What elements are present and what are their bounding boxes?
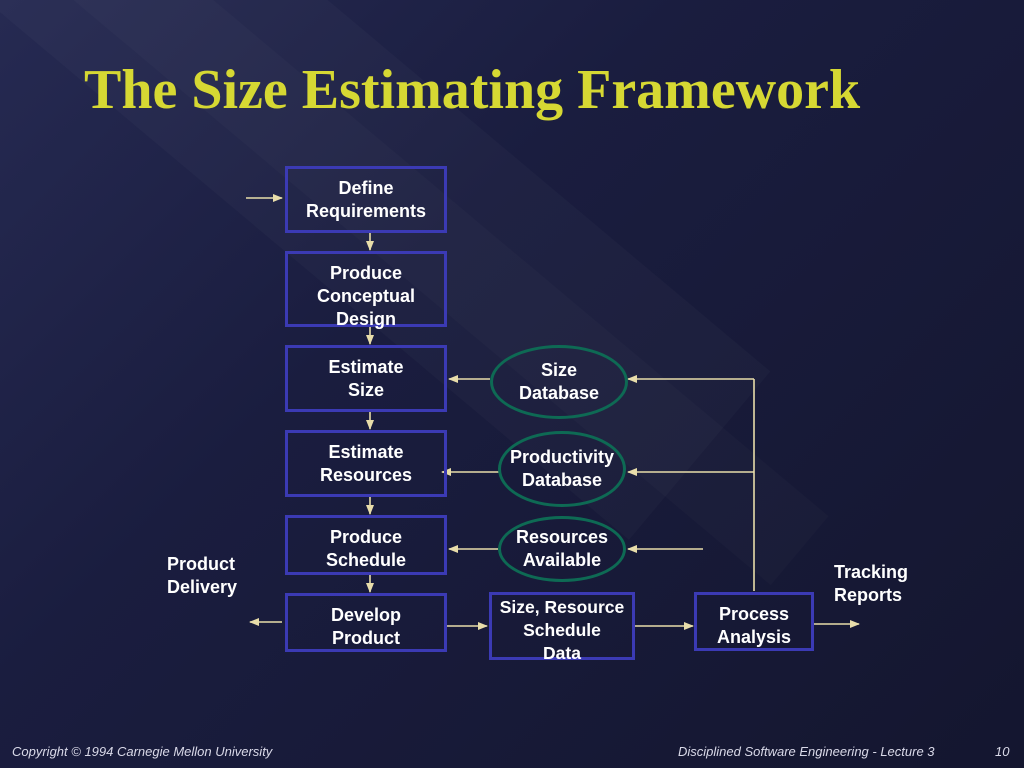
estimate-resources-box: Estimate Resources <box>285 430 447 497</box>
process-analysis-box: Process Analysis <box>694 592 814 651</box>
course-footer: Disciplined Software Engineering - Lectu… <box>678 744 935 759</box>
slide-title: The Size Estimating Framework <box>84 59 861 121</box>
resources-available-ellipse: Resources Available <box>498 516 626 582</box>
page-number: 10 <box>995 744 1010 759</box>
develop-product-box: Develop Product <box>285 593 447 652</box>
product-delivery-label: Product Delivery <box>167 554 238 597</box>
copyright-footer: Copyright © 1994 Carnegie Mellon Univers… <box>12 744 273 759</box>
size-database-ellipse: Size Database <box>490 345 628 419</box>
tracking-reports-label: Tracking Reports <box>834 562 909 605</box>
produce-conceptual-design-box: Produce Conceptual Design <box>285 251 447 329</box>
produce-schedule-box: Produce Schedule <box>285 515 447 575</box>
productivity-database-ellipse: Productivity Database <box>498 431 626 507</box>
estimate-size-box: Estimate Size <box>285 345 447 412</box>
define-requirements-box: Define Requirements <box>285 166 447 233</box>
size-resource-schedule-data-box: Size, Resource Schedule Data <box>489 592 635 663</box>
